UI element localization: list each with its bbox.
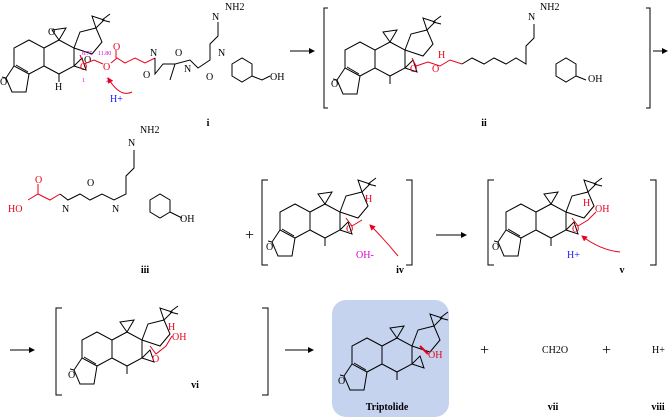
plus-sign: + (480, 342, 489, 359)
label-iii: iii (141, 265, 150, 276)
atom-h: H (168, 322, 175, 333)
hydroxide: OH- (356, 250, 374, 261)
atom-o1: O (80, 62, 87, 73)
atom-o: O (432, 64, 439, 75)
atom-h: H (438, 50, 445, 61)
label-i: i (207, 118, 210, 129)
atom-h: H (365, 194, 372, 205)
atom-nh2: NH2 (140, 125, 159, 136)
atom-n: N (528, 12, 535, 23)
label-iv: iv (396, 265, 404, 276)
atom-o: O (175, 48, 182, 59)
atom-o: O (346, 224, 353, 235)
atom-n: N (112, 204, 119, 215)
compound-iii: HO O N O N N NH2 OH (8, 125, 194, 225)
atom-o: O (0, 77, 7, 88)
proton: H+ (567, 250, 580, 261)
atom-oh: OH (180, 214, 194, 225)
atom-nh2: NH2 (225, 2, 244, 13)
label-v: v (620, 265, 625, 276)
atom-o: O (492, 242, 499, 253)
atom-n: N (150, 48, 157, 59)
plus-sign: + (602, 342, 611, 359)
atom-ho: HO (8, 204, 22, 215)
atom-h: H (55, 82, 62, 93)
label-ii: ii (481, 118, 487, 129)
atom-o: O (338, 376, 345, 387)
atom-n: N (218, 48, 225, 59)
distance-label-2: 11.80 (98, 51, 111, 57)
atom-nh2: NH2 (540, 2, 559, 13)
atom-number-1: 1 (82, 78, 85, 84)
compound-iv: O O H OH- (261, 178, 413, 266)
atom-o: O (113, 42, 120, 53)
atom-o: O (572, 224, 579, 235)
label-triptolide: Triptolide (366, 402, 409, 413)
plus-sign: + (245, 227, 254, 244)
compound-ii: O O O H N NH2 OH (323, 2, 651, 109)
distance-label-1: 8.75 (82, 51, 93, 57)
proton: H+ (652, 345, 665, 356)
atom-oh: OH (588, 74, 602, 85)
atom-o: O (87, 178, 94, 189)
atom-o: O (266, 242, 273, 253)
atom-o: O (35, 175, 42, 186)
atom-n: N (62, 204, 69, 215)
atom-n: N (184, 64, 191, 75)
proton: H+ (110, 94, 123, 105)
formaldehyde: CH2O (542, 345, 568, 356)
atom-o: O (48, 27, 55, 38)
atom-oh: OH (595, 204, 609, 215)
atom-o: O (331, 79, 338, 90)
atom-o: O (410, 64, 417, 75)
atom-o: O (84, 55, 91, 66)
atom-h: H (583, 198, 590, 209)
atom-n: N (128, 138, 135, 149)
atom-oh: OH (270, 72, 284, 83)
atom-o: O (68, 370, 75, 381)
atom-o2: O (103, 62, 110, 73)
compound-i: O O O H O O 8.75 11.80 1 2 O H+ O N O N … (0, 2, 284, 105)
label-viii: viii (651, 402, 665, 413)
atom-o: O (143, 70, 150, 81)
atom-oh: OH (428, 350, 442, 361)
atom-o: O (206, 72, 213, 83)
label-vii: vii (548, 402, 559, 413)
atom-o: O (152, 354, 159, 365)
atom-oh: OH (172, 332, 186, 343)
compound-v: O O H OH H+ (487, 178, 657, 266)
product-triptolide-box: O OH Triptolide (332, 300, 449, 417)
atom-n: N (212, 12, 219, 23)
compound-vi: O O OH H (55, 306, 269, 396)
label-vi: vi (191, 380, 199, 391)
